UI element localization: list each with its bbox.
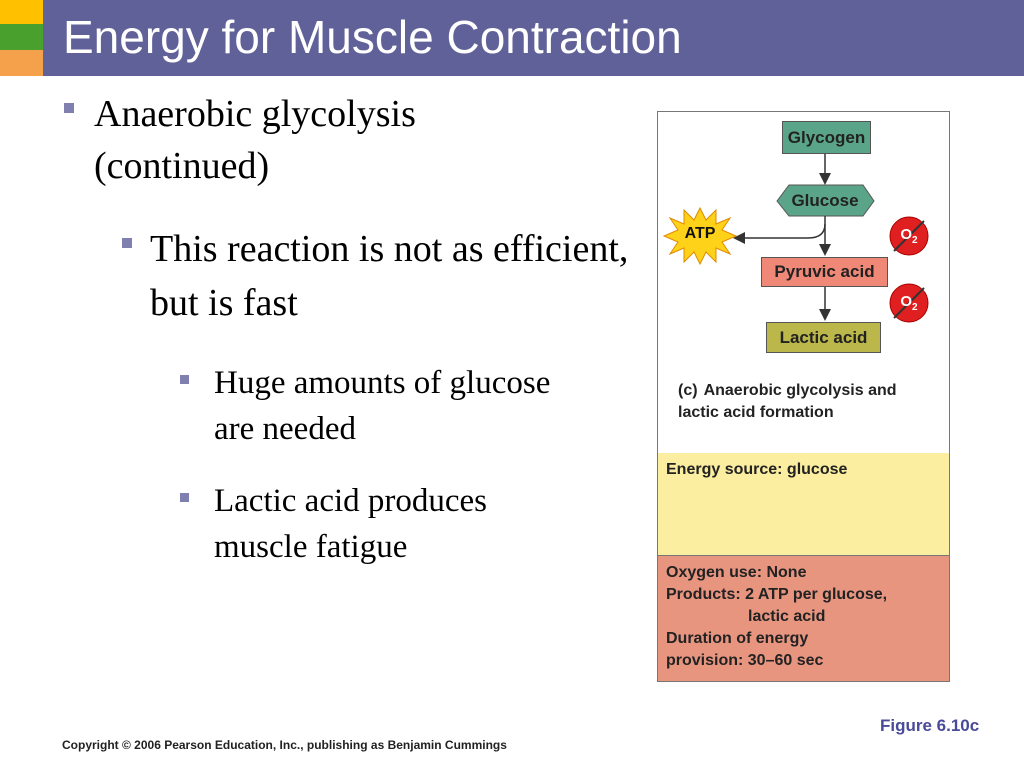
energy-source-text: Energy source: glucose (666, 461, 848, 478)
bullet-text: Anaerobic glycolysis (continued) (94, 93, 416, 187)
bullet-marker (180, 375, 189, 384)
pyruvic-acid-node: Pyruvic acid (761, 257, 888, 287)
caption-letter: (c) (678, 382, 698, 399)
title-accent-orange (0, 50, 43, 76)
bullet-marker (122, 238, 132, 248)
slide-title: Energy for Muscle Contraction (63, 11, 682, 63)
atp-label: ATP (684, 225, 716, 242)
detail-line: Duration of energy (666, 630, 809, 647)
glucose-hexagon (776, 184, 875, 217)
energy-source-panel: Energy source: glucose (657, 453, 950, 556)
glycogen-node: Glycogen (782, 121, 871, 154)
bullet-marker (64, 103, 74, 113)
copyright-notice: Copyright © 2006 Pearson Education, Inc.… (62, 738, 507, 752)
no-oxygen-icon (889, 283, 929, 323)
atp-burst (662, 206, 738, 266)
bullet-text: Lactic acid produces muscle fatigue (214, 483, 488, 565)
no-oxygen-icon (889, 216, 929, 256)
bullet-level3-fatigue: Lactic acid produces muscle fatigue (180, 478, 580, 570)
oxygen-label: O2 (900, 226, 918, 246)
bullet-level3-glucose: Huge amounts of glucose are needed (180, 360, 580, 452)
bullet-level2: This reaction is not as efficient, but i… (122, 222, 642, 330)
detail-line: Products: 2 ATP per glucose, (666, 586, 888, 603)
bullet-marker (180, 493, 189, 502)
detail-line: Oxygen use: None (666, 564, 807, 581)
caption-text: Anaerobic glycolysis and lactic acid for… (678, 382, 897, 421)
arrow-to-atp (733, 223, 826, 244)
oxygen-label: O2 (900, 293, 918, 313)
bullet-level1: Anaerobic glycolysis (continued) (64, 88, 584, 192)
pathway-arrows (662, 154, 929, 323)
detail-line: provision: 30–60 sec (666, 652, 824, 669)
bullet-text: This reaction is not as efficient, but i… (150, 228, 629, 324)
pathway-diagram: Glycogen Glucose Pyruvic acid Lactic aci… (657, 111, 950, 454)
title-accent-green (0, 24, 43, 50)
bullet-text: Huge amounts of glucose are needed (214, 365, 551, 447)
detail-line: lactic acid (748, 608, 826, 625)
lactic-acid-node: Lactic acid (766, 322, 881, 353)
figure-number: Figure 6.10c (880, 716, 980, 735)
glycolysis-figure: Glycogen Glucose Pyruvic acid Lactic aci… (657, 111, 950, 682)
title-accent-yellow (0, 0, 43, 24)
figure-caption: (c)Anaerobic glycolysis and lactic acid … (678, 380, 943, 424)
details-panel: Oxygen use: None Products: 2 ATP per glu… (657, 556, 950, 682)
title-bar: Energy for Muscle Contraction (43, 0, 1024, 76)
glucose-node: Glucose (791, 191, 859, 210)
